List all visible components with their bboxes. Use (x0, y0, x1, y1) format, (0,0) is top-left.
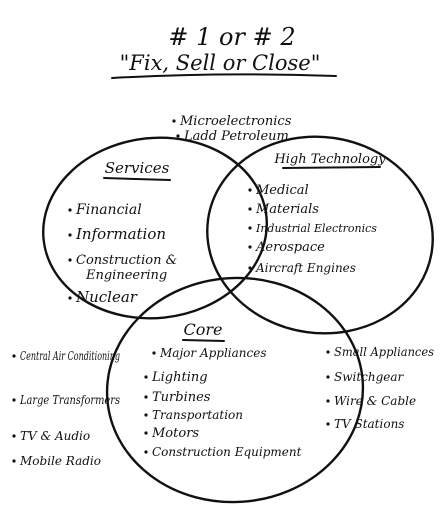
outside-right-item-wire-cable: Wire & Cable (334, 394, 416, 408)
bullet-dot (144, 450, 148, 454)
title-underline (111, 73, 337, 79)
bullet-dot (144, 413, 148, 417)
bullet-dot (248, 207, 252, 211)
services-item-information: Information (75, 225, 166, 243)
overlap-item-ladd-petroleum: Ladd Petroleum (183, 129, 289, 144)
services-label: Services (105, 159, 170, 177)
outside-left-central-air-text: Central Air Conditioning (20, 349, 120, 363)
title-line-2: "Fix, Sell or Close" (120, 51, 321, 75)
bullet-dot (248, 245, 252, 249)
services-item-construction: Construction & (76, 253, 177, 268)
bullet-dot (144, 431, 148, 435)
outside-left-item-mobile-radio: Mobile Radio (19, 454, 101, 468)
bullet-dot (152, 351, 156, 355)
bullet-dot (12, 459, 16, 463)
high-technology-circle (206, 135, 434, 335)
bullet-dot (326, 399, 330, 403)
high-technology-label: High Technology (273, 152, 386, 167)
outside-left-item-large-transformers: Large Transformers (19, 393, 120, 407)
bullet-dot (68, 296, 72, 300)
overlap-item-microelectronics: Microelectronics (179, 114, 292, 129)
outside-left-item-tv-audio: TV & Audio (20, 429, 90, 443)
services-label-underline (103, 177, 171, 181)
bullet-dot (144, 375, 148, 379)
outside-left-item-central-air: Central Air Conditioning (20, 349, 120, 363)
high-tech-item-medical: Medical (255, 183, 309, 198)
bullet-dot (68, 258, 72, 262)
bullet-dot (248, 188, 252, 192)
bullet-dot (12, 354, 16, 358)
core-item-turbines: Turbines (152, 390, 211, 405)
title-line-1: # 1 or # 2 (168, 23, 295, 51)
bullet-dot (326, 422, 330, 426)
bullet-dot (248, 266, 252, 270)
core-item-construction-equipment: Construction Equipment (152, 445, 302, 459)
core-item-lighting: Lighting (151, 370, 208, 385)
services-item-engineering: Engineering (85, 268, 167, 283)
bullet-dot (326, 375, 330, 379)
services-item-nuclear: Nuclear (75, 288, 138, 306)
services-item-financial: Financial (75, 202, 142, 218)
outside-right-item-small-appliances: Small Appliances (334, 345, 434, 359)
core-label-underline (182, 339, 225, 342)
bullet-dot (326, 350, 330, 354)
core-item-major-appliances: Major Appliances (159, 346, 267, 360)
core-item-transportation: Transportation (152, 408, 243, 422)
high-tech-item-aerospace: Aerospace (255, 240, 325, 255)
bullet-dot (176, 134, 180, 138)
high-tech-item-materials: Materials (255, 202, 319, 217)
core-item-motors: Motors (151, 426, 199, 441)
bullet-dot (12, 434, 16, 438)
bullet-dot (144, 395, 148, 399)
services-circle (42, 136, 268, 320)
high-tech-item-industrial-electronics: Industrial Electronics (255, 222, 377, 235)
high-tech-item-aircraft-engines: Aircraft Engines (255, 261, 356, 275)
outside-right-item-switchgear: Switchgear (334, 370, 405, 384)
outside-right-item-tv-stations: TV Stations (334, 417, 404, 431)
bullet-dot (68, 208, 72, 212)
core-label: Core (184, 320, 223, 339)
high-technology-label-underline (282, 166, 381, 169)
bullet-dot (68, 233, 72, 237)
bullet-dot (172, 119, 176, 123)
core-circle (105, 276, 365, 504)
bullet-dot (12, 398, 16, 402)
bullet-dot (248, 226, 252, 230)
